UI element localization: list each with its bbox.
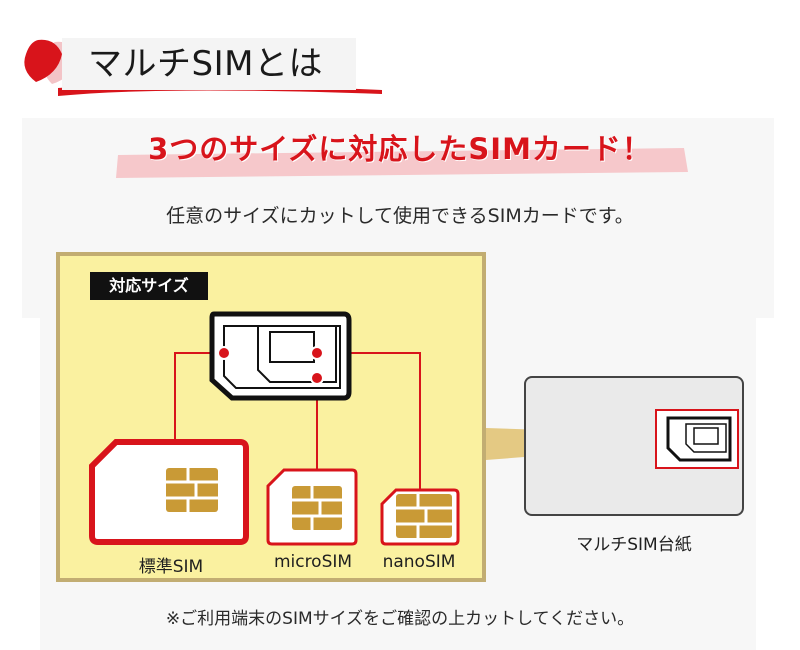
standard-sim-label: 標準SIM: [138, 557, 204, 577]
holder-label: マルチSIM台紙: [576, 535, 692, 555]
cut-note: ※ご利用端末のSIMサイズをご確認の上カットしてください。: [165, 609, 635, 629]
nano-sim-icon: [380, 488, 460, 546]
subtitle: 任意のサイズにカットして使用できるSIMカードです。: [166, 205, 634, 227]
micro-sim-label: microSIM: [273, 552, 353, 572]
multi-sim-icon: [209, 311, 352, 401]
standard-sim-icon: [89, 439, 249, 545]
section-title: マルチSIMとは: [88, 44, 323, 84]
headline-highlight: [116, 148, 688, 178]
headline: 3つのサイズに対応したSIMカード！: [148, 132, 652, 166]
micro-sim-icon: [266, 468, 358, 546]
nano-sim-label: nanoSIM: [382, 552, 456, 572]
sizes-badge: 対応サイズ: [90, 272, 208, 300]
petal-icon: [24, 38, 382, 96]
